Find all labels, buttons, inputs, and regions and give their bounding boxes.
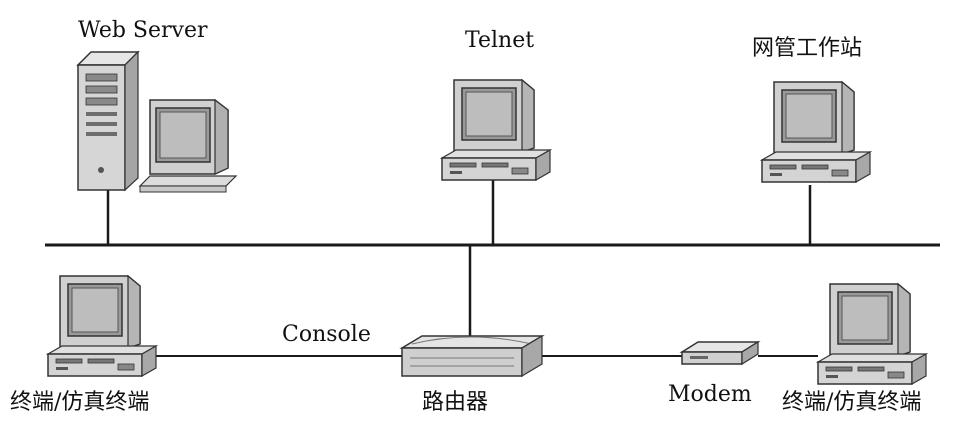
modem-icon	[679, 340, 761, 366]
telnet-label: Telnet	[465, 28, 535, 53]
terminal-right-label: 终端/仿真终端	[782, 390, 922, 415]
router-label: 路由器	[422, 390, 489, 415]
nms-workstation-icon	[761, 81, 871, 183]
modem-label: Modem	[668, 382, 752, 407]
router-icon	[399, 334, 545, 378]
terminal-left-label: 终端/仿真终端	[10, 390, 150, 415]
web-server-icon	[76, 50, 238, 193]
web-server-label: Web Server	[78, 18, 208, 43]
terminal-left-icon	[47, 275, 157, 377]
nms-workstation-label: 网管工作站	[752, 36, 863, 61]
telnet-workstation-icon	[441, 79, 551, 181]
terminal-right-icon	[817, 283, 927, 385]
console-label: Console	[282, 322, 371, 347]
